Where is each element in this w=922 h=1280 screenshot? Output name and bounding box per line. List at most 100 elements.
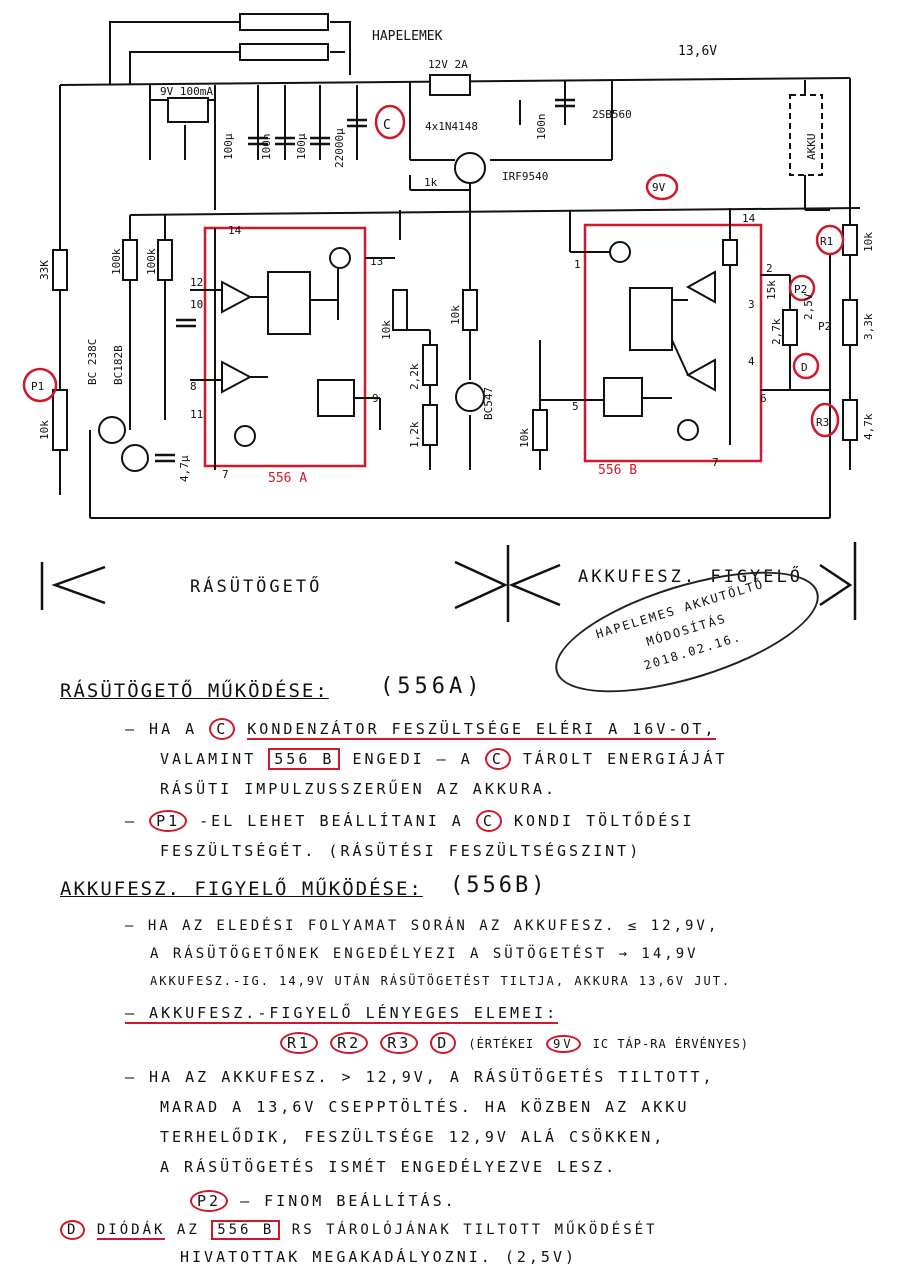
label-r1: R1 xyxy=(820,235,833,248)
resistor-r3 xyxy=(842,399,858,441)
label-pin9: 9 xyxy=(372,392,379,405)
note-line-3: RÁSÜTI IMPULZUSSZERŰEN AZ AKKURA. xyxy=(160,780,558,798)
pot-p1 xyxy=(52,389,68,451)
label-10k-b: 10k xyxy=(449,305,462,325)
label-9v-100ma: 9V 100mA xyxy=(160,85,213,98)
label-1k2: 1,2k xyxy=(408,421,421,448)
circuit-schematic: HAPELEMEK 13,6V 9V 100mA 100µ 100n 100µ … xyxy=(22,13,875,622)
note-line-12: MARAD A 13,6V CSEPPTÖLTÉS. HA KÖZBEN AZ … xyxy=(160,1098,690,1116)
note-line-9: – AKKUFESZ.-FIGYELŐ LÉNYEGES ELEMEI: xyxy=(125,1004,559,1024)
label-pin7: 7 xyxy=(222,468,229,481)
label-pin1: 1 xyxy=(574,258,581,271)
r2-marker: R2 xyxy=(330,1032,369,1054)
transistor-556b-out xyxy=(609,241,631,263)
label-pin14a: 14 xyxy=(228,224,242,237)
transistor-556b-discharge xyxy=(677,419,699,441)
mosfet-irf9540 xyxy=(454,152,486,184)
note-line-1: – HA A C KONDENZÁTOR FESZÜLTSÉGE ELÉRI A… xyxy=(125,718,717,740)
note-line-16: D DIÓDÁK AZ 556 B RS TÁROLÓJÁNAK TILTOTT… xyxy=(60,1220,658,1240)
transistor-bc547 xyxy=(455,382,485,412)
c-marker-3: C xyxy=(475,810,502,832)
label-2v5: 2,5V xyxy=(802,293,815,320)
label-c100n-2: 100n xyxy=(535,114,548,141)
label-c22000u: 22000µ xyxy=(333,128,346,168)
transistor-556a-discharge xyxy=(329,247,351,269)
label-4u7: 4,7µ xyxy=(178,455,191,482)
resistor-10k-b xyxy=(462,289,478,331)
section-dividers xyxy=(40,542,857,622)
r3-marker: R3 xyxy=(380,1032,419,1054)
components xyxy=(52,13,858,472)
notes-heading-1: RÁSÜTÖGETŐ MŰKÖDÉSE: xyxy=(60,680,329,702)
regulator-12v xyxy=(429,74,471,96)
p1-marker: P1 xyxy=(149,810,188,832)
label-p2: P2 xyxy=(794,283,807,296)
label-supply: 13,6V xyxy=(678,44,717,59)
resistor-1k2 xyxy=(422,404,438,446)
resistor-33k xyxy=(52,249,68,291)
9v-marker: 9V xyxy=(546,1035,581,1053)
note-line-5: FESZÜLTSÉGÉT. (RÁSÜTÉSI FESZÜLTSÉGSZINT) xyxy=(160,842,642,860)
resistor-100k-b xyxy=(157,239,173,281)
box-556b-1: 556 B xyxy=(268,748,341,770)
battery xyxy=(789,94,823,176)
note-line-10: R1 R2 R3 D (ÉRTÉKEI 9V IC TÁP-RA ÉRVÉNYE… xyxy=(280,1032,749,1054)
label-pin8: 8 xyxy=(190,380,197,393)
resistor-15k xyxy=(722,239,738,266)
label-p1: P1 xyxy=(31,380,44,393)
caps xyxy=(155,98,575,463)
led-strip-top xyxy=(239,13,329,31)
label-pin5: 5 xyxy=(572,400,579,413)
d-marker-2: D xyxy=(60,1220,86,1240)
label-irf9540: IRF9540 xyxy=(502,170,548,183)
label-pin10: 10 xyxy=(190,298,203,311)
notes-heading-2-suffix: (556B) xyxy=(450,873,548,898)
label-pin7b: 7 xyxy=(712,456,719,469)
label-3k3: 3,3k xyxy=(862,313,875,340)
resistor-3k3 xyxy=(842,299,858,346)
label-r3: R3 xyxy=(816,416,829,429)
p2-marker: P2 xyxy=(190,1190,229,1212)
notes-section: RÁSÜTÖGETŐ MŰKÖDÉSE: (556A) – HA A C KON… xyxy=(40,648,900,1248)
resistor-2k7 xyxy=(782,309,798,346)
resistor-10k-led xyxy=(392,289,408,331)
transistor-556a-out xyxy=(234,425,256,447)
section-left-title: RÁSÜTÖGETŐ xyxy=(190,575,322,597)
label-2sb560: 2SB560 xyxy=(592,108,632,121)
note-line-4: – P1 -EL LEHET BEÁLLÍTANI A C KONDI TÖLT… xyxy=(125,810,695,832)
label-15k: 15k xyxy=(765,280,778,300)
notes-heading-2: AKKUFESZ. FIGYELŐ MŰKÖDÉSE: xyxy=(60,878,423,900)
label-bc182b: BC182B xyxy=(112,345,125,385)
label-4x1n4148: 4x1N4148 xyxy=(425,120,478,133)
note-line-8: AKKUFESZ.-IG. 14,9V UTÁN RÁSÜTÖGETÉST TI… xyxy=(150,974,732,988)
label-100k-b: 100k xyxy=(145,248,158,275)
label-bc547: BC547 xyxy=(482,387,495,420)
label-pin11: 11 xyxy=(190,408,203,421)
label-33k: 33K xyxy=(38,260,51,280)
label-pin14b: 14 xyxy=(742,212,756,225)
label-10k-c: 10k xyxy=(518,428,531,448)
label-d: D xyxy=(801,361,808,374)
label-pin12: 12 xyxy=(190,276,203,289)
d-marker-1: D xyxy=(430,1032,457,1054)
led-strip-bottom xyxy=(239,43,329,61)
box-556b-2: 556 B xyxy=(211,1220,281,1240)
section-titles: RÁSÜTÖGETŐ AKKUFESZ. FIGYELŐ xyxy=(190,565,800,597)
note-line-2: VALAMINT 556 B ENGEDI – A C TÁROLT ENERG… xyxy=(160,748,728,770)
resistor-10k-c xyxy=(532,409,548,451)
label-res-1k: 1k xyxy=(424,176,438,189)
note-line-17: HIVATOTTAK MEGAKADÁLYOZNI. (2,5V) xyxy=(180,1248,578,1266)
label-556a: 556 A xyxy=(268,471,307,486)
label-100k-a: 100k xyxy=(110,248,123,275)
note-line-15: P2 – FINOM BEÁLLÍTÁS. xyxy=(190,1190,457,1212)
label-2k2: 2,2k xyxy=(408,363,421,390)
c-marker-2: C xyxy=(484,748,511,770)
transistor-bc238c xyxy=(98,416,126,444)
regulator-9v xyxy=(167,97,209,123)
label-p2-small: P2 xyxy=(818,320,831,333)
label-9v-marker: 9V xyxy=(652,181,666,194)
label-10k-led: 10k xyxy=(380,320,393,340)
label-bc238c: BC 238C xyxy=(86,339,99,385)
note-line-13: TERHELŐDIK, FESZÜLTSÉGE 12,9V ALÁ CSÖKKE… xyxy=(160,1128,666,1146)
